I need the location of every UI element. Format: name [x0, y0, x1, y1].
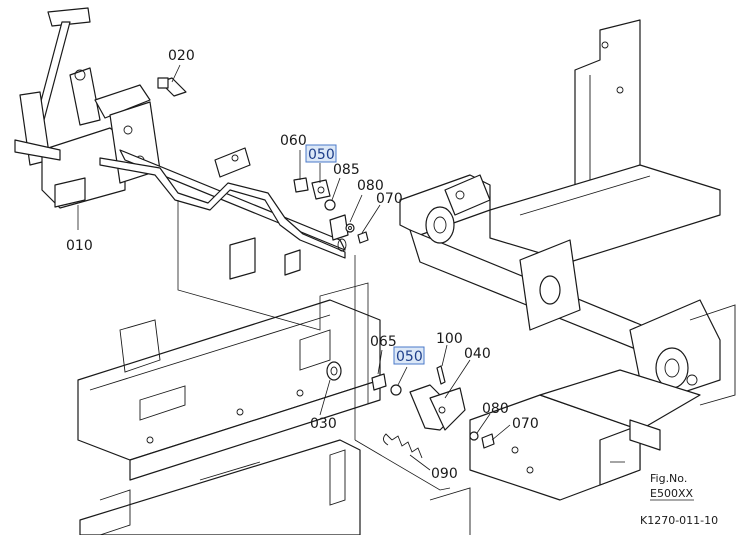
- highlight-050-lower: [393, 346, 425, 365]
- reference-lines: [177, 200, 451, 491]
- chassis-frame: [77, 299, 381, 535]
- callout-010[interactable]: 010: [66, 238, 93, 254]
- callout-060[interactable]: 060: [280, 133, 307, 149]
- right-frame: [489, 19, 721, 263]
- callout-100[interactable]: 100: [436, 331, 463, 347]
- figure-number: E500XX: [650, 487, 693, 500]
- figure-code: K1270-011-10: [640, 514, 718, 527]
- highlight-050-upper: [305, 144, 337, 163]
- callout-050-lower[interactable]: 050: [396, 349, 423, 365]
- callout-070-upper[interactable]: 070: [376, 191, 403, 207]
- cross-rod: [99, 147, 347, 280]
- callout-020[interactable]: 020: [168, 48, 195, 64]
- leader-lines: [77, 64, 625, 471]
- callout-065[interactable]: 065: [370, 334, 397, 350]
- upper-hardware: [157, 77, 369, 244]
- figure-label: Fig.No.: [650, 472, 687, 485]
- lower-hardware: [326, 361, 495, 459]
- callout-085[interactable]: 085: [333, 162, 360, 178]
- callout-050-upper[interactable]: 050: [308, 147, 335, 163]
- callout-070-lower[interactable]: 070: [512, 416, 539, 432]
- callout-040[interactable]: 040: [464, 346, 491, 362]
- callout-080-upper[interactable]: 080: [357, 178, 384, 194]
- callout-090[interactable]: 090: [431, 466, 458, 482]
- lower-right-frame: [429, 369, 701, 535]
- callout-030[interactable]: 030: [310, 416, 337, 432]
- pedal-assembly: [14, 7, 161, 209]
- lift-arm-assembly: [399, 174, 736, 406]
- callout-080-lower[interactable]: 080: [482, 401, 509, 417]
